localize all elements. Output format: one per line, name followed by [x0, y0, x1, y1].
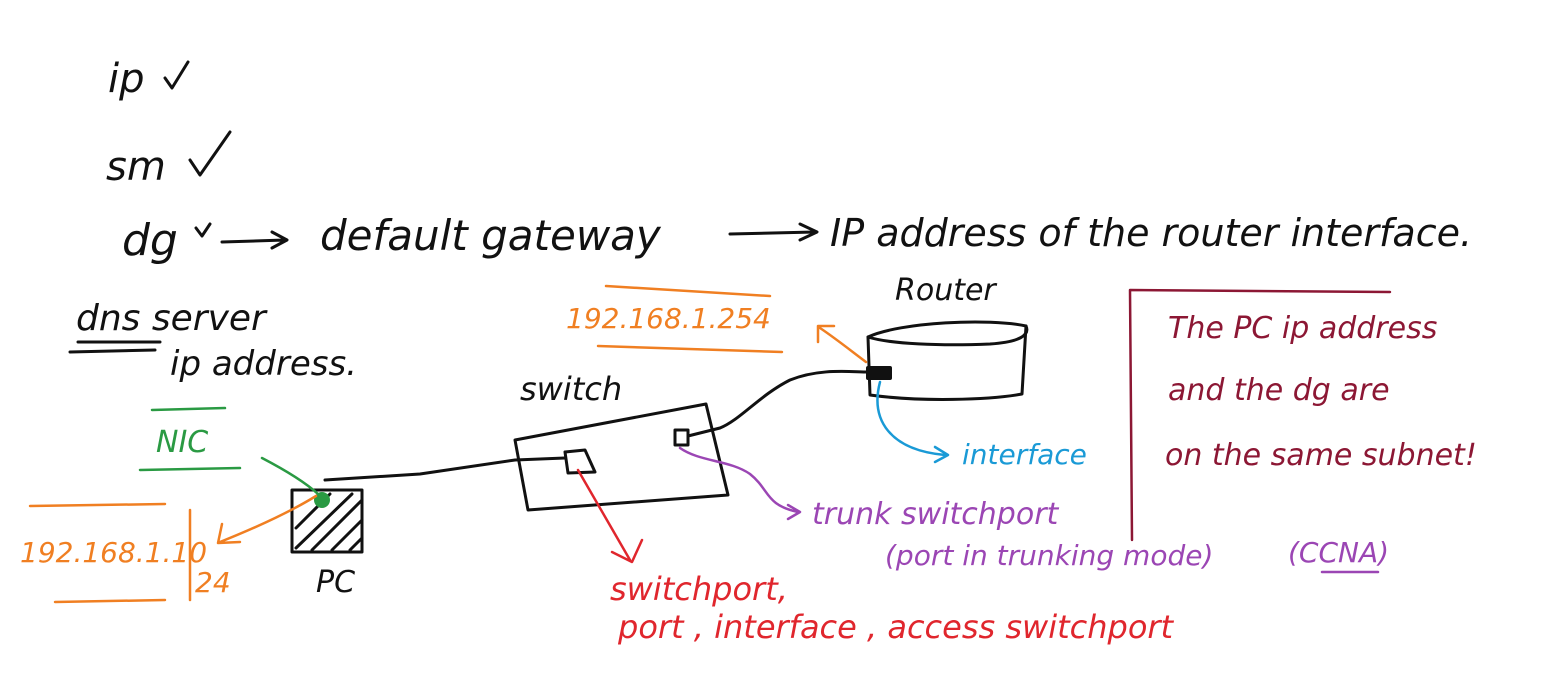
router-body [866, 324, 1028, 401]
callout-line1: The PC ip address [1168, 311, 1437, 346]
trunk-mode-note: (port in trunking mode) [885, 539, 1213, 572]
router-top [866, 320, 1029, 347]
pc-switch-cable [323, 456, 567, 482]
nic-underline [138, 466, 242, 472]
arrow-right-icon [220, 230, 289, 250]
callout-bracket [1128, 288, 1392, 542]
router-label: Router [895, 273, 997, 308]
check-mark-icon [188, 130, 232, 177]
ccna-note: (CCNA) [1288, 536, 1389, 569]
router-ip-underline [596, 344, 784, 354]
switch-access-port [563, 448, 597, 475]
pc-ip-address: 192.168.1.10 [20, 536, 207, 569]
note-default-gateway: default gateway [320, 211, 662, 260]
note-ip: ip [108, 56, 145, 102]
note-dg: dg [122, 215, 178, 266]
note-sm: sm [106, 144, 166, 190]
callout-line3: on the same subnet! [1165, 438, 1477, 473]
pc-prefix-length: 24 [195, 566, 231, 599]
router-ip-address: 192.168.1.254 [566, 302, 771, 335]
access-label-line1: switchport, [610, 570, 788, 608]
note-ip-address: ip address. [170, 344, 357, 384]
pc-ip-overline [28, 502, 167, 508]
nic-marker [314, 492, 330, 508]
nic-overline [150, 406, 227, 412]
pc-label: PC [316, 565, 355, 600]
note-router-interface-ip: IP address of the router interface. [830, 211, 1472, 255]
switch-label: switch [520, 370, 622, 408]
access-label-line2: port , interface , access switchport [617, 608, 1175, 646]
switch-body [513, 402, 730, 512]
switch-trunk-port [673, 428, 690, 447]
router-interface-port [866, 366, 892, 380]
underline-decoration [68, 340, 162, 354]
note-dns-server: dns server [76, 298, 268, 339]
pc-ip-arrow [216, 494, 318, 545]
callout-line2: and the dg are [1168, 373, 1390, 408]
interface-arrow [876, 380, 950, 464]
router-ip-overline [604, 284, 772, 298]
router-ip-arrow [816, 324, 868, 364]
check-mark-icon [163, 60, 190, 90]
nic-label: NIC [156, 425, 208, 460]
pc-hatching [294, 492, 364, 552]
interface-label: interface [962, 438, 1087, 471]
arrow-right-icon [728, 222, 819, 242]
pc-ip-underline [53, 598, 167, 604]
check-mark-icon [194, 222, 212, 238]
access-port-arrow [576, 468, 644, 564]
nic-pointer-line [260, 456, 320, 496]
switch-router-cable [686, 369, 870, 438]
trunk-arrow [678, 446, 802, 521]
trunk-label: trunk switchport [812, 497, 1060, 532]
